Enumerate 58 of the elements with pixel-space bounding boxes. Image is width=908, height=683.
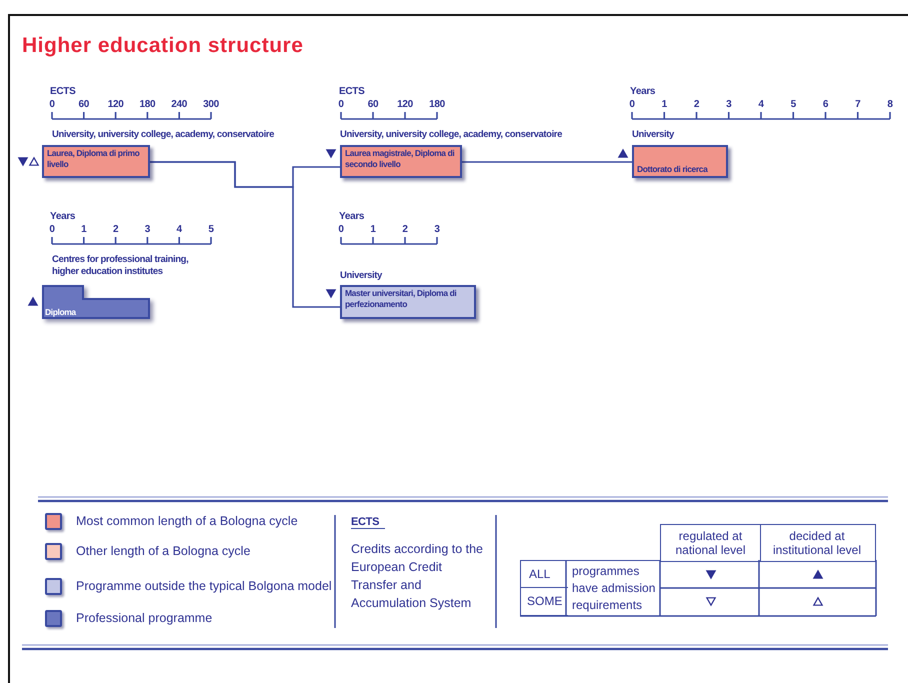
table-cell: decided at institutional level [759,524,876,562]
tick-label: 5 [790,99,797,110]
table-cell: ALL [520,560,568,588]
tick-label: 2 [692,99,700,110]
legend-text: Professional programme [76,611,212,625]
tick-label: 8 [886,99,894,110]
institution-heading: Centres for professional training, higher education institutes [52,254,190,278]
table-cell: SOME [520,587,568,616]
table-cell: regulated at national level [660,524,761,562]
table-cell: programmes have admission requirements [566,560,661,616]
tick-label: 0 [337,99,345,110]
tick-label: 180 [428,99,446,110]
tick-label: 60 [78,99,90,110]
connector-line [462,161,632,163]
tick-label: 4 [757,99,765,110]
legend-text: Most common length of a Bologna cycle [76,514,298,528]
tick-label: 7 [854,99,862,110]
institution-heading: University [340,270,384,282]
note-text: Credits according to the European Credit Transfer and Accumulation System [351,541,484,612]
tick-label: 1 [660,99,668,110]
axis-title: Years [50,211,76,222]
tick-label: 3 [144,224,152,235]
institution-heading: University [632,129,676,141]
tick-label: 0 [337,224,345,235]
institution-heading: University, university college, academy, conservatoire [340,129,563,141]
tick-label: 120 [396,99,414,110]
tick-label: 180 [138,99,156,110]
tick-label: 2 [112,224,120,235]
axis-title: ECTS [50,86,76,97]
axis-title: Years [630,86,656,97]
axis-title: ECTS [339,86,364,97]
institution-heading: University, university college, academy, conservatoire [52,129,275,141]
programme-bar: Master universitari, Diploma di perfezionamento [340,285,476,319]
tick-label: 6 [822,99,830,110]
tick-label: 0 [48,99,56,110]
tick-label: 1 [80,224,88,235]
tick-label: 3 [725,99,732,110]
note-heading: ECTS [351,516,386,529]
programme-bar: Laurea magistrale, Diploma di secondo livello [340,145,462,178]
legend-text: Programme outside the typical Bolgona model [76,579,332,593]
tick-label: 300 [202,99,220,110]
programme-bar: Dottorato di ricerca [632,145,728,178]
tick-label: 0 [628,99,636,110]
programme-bar: Diploma [42,285,150,319]
tick-label: 1 [369,224,377,235]
tick-label: 60 [366,99,380,110]
tick-label: 2 [401,224,409,235]
tick-label: 5 [207,224,215,235]
diagram-title: Higher education structure [22,34,304,58]
tick-label: 240 [170,99,188,110]
legend-text: Other length of a Bologna cycle [76,544,250,558]
tick-label: 0 [48,224,56,235]
axis-title: Years [339,211,364,222]
tick-label: 3 [433,224,441,235]
connector-line [150,161,340,308]
tick-label: 4 [176,224,183,235]
programme-bar: Laurea, Diploma di primo livello [42,145,150,178]
tick-label: 120 [106,99,124,110]
